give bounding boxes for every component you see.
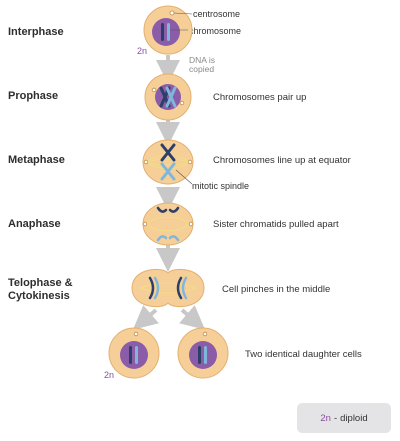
chromosome-light-telophase-left: [153, 276, 160, 300]
centrosome-metaphase-right: [187, 159, 193, 165]
ploidy-label-interphase: 2n: [137, 46, 148, 56]
spindle-telophase: [139, 282, 197, 294]
callout-mitotic-spindle: mitotic spindle: [192, 181, 250, 191]
chromatid-light-bottom-left: [156, 235, 168, 242]
callout-chromosome: chromosome: [189, 26, 242, 36]
legend-symbol: 2n: [320, 412, 331, 424]
note-dna-line2: copied: [189, 64, 215, 74]
chromosome-dark-telophase-right: [176, 276, 183, 300]
centrosome-metaphase-left: [143, 159, 149, 165]
nucleus-daughter-left: [120, 341, 148, 369]
arrow-telophase-daughter-right: [179, 305, 206, 330]
legend-diploid: 2n - diploid: [297, 403, 391, 433]
daughter-cell-left: [108, 327, 160, 379]
stage-label-telophase-line2: Cytokinesis: [8, 290, 70, 302]
centrosome-daughter-right: [202, 331, 208, 337]
nucleus-daughter-right: [189, 341, 217, 369]
description-metaphase: Chromosomes line up at equator: [213, 155, 351, 166]
chromosome-light-telophase-right: [181, 276, 188, 300]
centrosome-anaphase-right: [188, 221, 194, 227]
description-anaphase: Sister chromatids pulled apart: [213, 219, 339, 230]
chromatid-dark-top-left: [156, 206, 168, 213]
spindle-metaphase: [145, 154, 191, 170]
description-telophase: Cell pinches in the middle: [222, 284, 331, 295]
chromosome-light-daughter-right: [204, 346, 207, 364]
chromatid-dark-top-right: [168, 206, 180, 213]
ploidy-label-daughter: 2n: [104, 370, 115, 380]
centrosome-interphase: [169, 10, 175, 16]
chromatid-light-bottom-right: [168, 235, 180, 242]
stage-label-metaphase: Metaphase: [8, 154, 65, 166]
stage-label-telophase-line1: Telophase &: [8, 277, 73, 289]
centrosome-prophase-right: [179, 100, 185, 106]
legend-text: diploid: [340, 412, 368, 424]
cell-telophase: [131, 268, 205, 308]
arrow-telophase-daughter-left: [132, 305, 159, 330]
centrosome-leader-line: [173, 12, 193, 15]
legend-dash: -: [333, 412, 338, 424]
centrosome-anaphase-left: [142, 221, 148, 227]
note-dna-copied: DNA is copied: [189, 56, 215, 74]
description-daughters: Two identical daughter cells: [245, 349, 362, 360]
cell-anaphase: [142, 202, 194, 246]
chromosome-dark-telophase-left: [148, 276, 155, 300]
chromosome-light-daughter-left: [135, 346, 138, 364]
chromosome-dark-daughter-left: [129, 346, 132, 364]
cell-metaphase: [142, 139, 194, 185]
chromosome-light-interphase: [167, 23, 170, 41]
chromosome-dark-metaphase: [160, 143, 176, 162]
callout-centrosome: centrosome: [193, 9, 241, 19]
spindle-leader-line: [175, 169, 193, 185]
cell-prophase: [144, 73, 192, 121]
spindle-anaphase: [144, 216, 192, 232]
daughter-cell-right: [177, 327, 229, 379]
stage-label-interphase: Interphase: [8, 26, 64, 38]
chromosome-light-metaphase: [160, 162, 176, 181]
stage-label-prophase: Prophase: [8, 90, 59, 102]
chromosome-dark-interphase: [161, 23, 164, 41]
stage-arrows: [132, 55, 206, 330]
note-dna-line1: DNA is: [189, 55, 215, 65]
chromosome-dark-daughter-right: [198, 346, 201, 364]
description-prophase: Chromosomes pair up: [213, 92, 307, 103]
centrosome-prophase-left: [151, 87, 157, 93]
cell-interphase: [143, 5, 193, 55]
chromosome-light-prophase: [165, 86, 177, 108]
stage-label-anaphase: Anaphase: [8, 218, 61, 230]
centrosome-daughter-left: [133, 331, 139, 337]
stage-label-telophase: Telophase & Cytokinesis: [8, 277, 73, 303]
nucleus-interphase: [152, 18, 180, 46]
